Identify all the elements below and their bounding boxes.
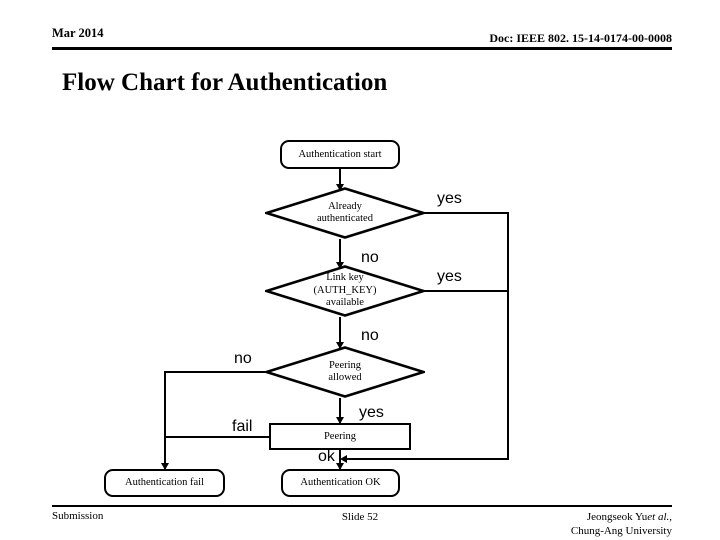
edge-linkkey-no — [339, 317, 341, 348]
edge-linkkey-yes — [420, 290, 509, 292]
edge-label-ok: ok — [318, 448, 335, 465]
node-already-authenticated: Already authenticated — [265, 187, 425, 239]
edge-label-linkkey-yes: yes — [437, 268, 462, 285]
header-document-number: Doc: IEEE 802. 15-14-0174-00-0008 — [489, 31, 672, 45]
footer-author-comma: , — [669, 511, 672, 523]
node-authentication-start: Authentication start — [280, 140, 400, 169]
footer-divider — [52, 505, 672, 507]
node-label: Authentication OK — [300, 477, 381, 488]
footer-author-name: Jeongseok Yu — [586, 511, 648, 523]
node-label: Authentication fail — [124, 477, 205, 488]
arrowhead-down — [336, 463, 344, 470]
edge-label-linkkey-no: no — [361, 327, 379, 344]
edge-peering-no-horizontal — [164, 371, 268, 373]
arrowhead-left — [340, 455, 347, 463]
edge-label-peering-no: no — [234, 350, 252, 367]
edge-label-peering-fail: fail — [232, 418, 253, 435]
node-link-key-available: Link key (AUTH_KEY) available — [265, 265, 425, 317]
edge-label-peering-yes: yes — [359, 404, 384, 421]
edge-label-already-no: no — [361, 249, 379, 266]
footer-submission: Submission — [52, 510, 104, 522]
header-date: Mar 2014 — [52, 26, 104, 40]
footer-slide-number: Slide 52 — [341, 511, 379, 523]
edge-peering-fail — [164, 436, 270, 438]
node-label: Peering — [323, 430, 357, 442]
arrowhead-down — [336, 262, 344, 269]
edge-already-no — [339, 239, 341, 268]
node-authentication-fail: Authentication fail — [104, 469, 225, 497]
arrowhead-down — [161, 463, 169, 470]
arrowhead-down — [336, 342, 344, 349]
header-divider — [52, 47, 672, 50]
node-label: Link key (AUTH_KEY) available — [313, 272, 377, 309]
node-label: Peering allowed — [328, 359, 362, 384]
page-title: Flow Chart for Authentication — [62, 69, 388, 96]
arrowhead-down — [336, 417, 344, 424]
node-peering-allowed: Peering allowed — [265, 346, 425, 398]
footer-author: Jeongseok Yuet al., Chung-Ang University — [571, 510, 672, 538]
diamond-shape — [265, 346, 425, 398]
footer-author-etal: et al. — [647, 511, 670, 523]
edge-yes-bus-to-ok — [345, 458, 509, 460]
footer-author-affiliation: Chung-Ang University — [570, 525, 672, 537]
edge-yes-bus-vertical — [507, 212, 509, 460]
node-authentication-ok: Authentication OK — [281, 469, 400, 497]
arrowhead-down — [336, 184, 344, 191]
edge-already-yes — [420, 212, 509, 214]
edge-peering-no-vertical — [164, 371, 166, 469]
diamond-shape — [265, 187, 425, 239]
edge-start-to-already — [339, 169, 341, 190]
edge-label-already-yes: yes — [437, 190, 462, 207]
node-label: Authentication start — [298, 148, 382, 160]
node-peering-process: Peering — [269, 423, 411, 450]
node-label: Already authenticated — [317, 200, 373, 225]
diamond-shape — [265, 265, 425, 317]
edge-peering-yes — [339, 398, 341, 424]
